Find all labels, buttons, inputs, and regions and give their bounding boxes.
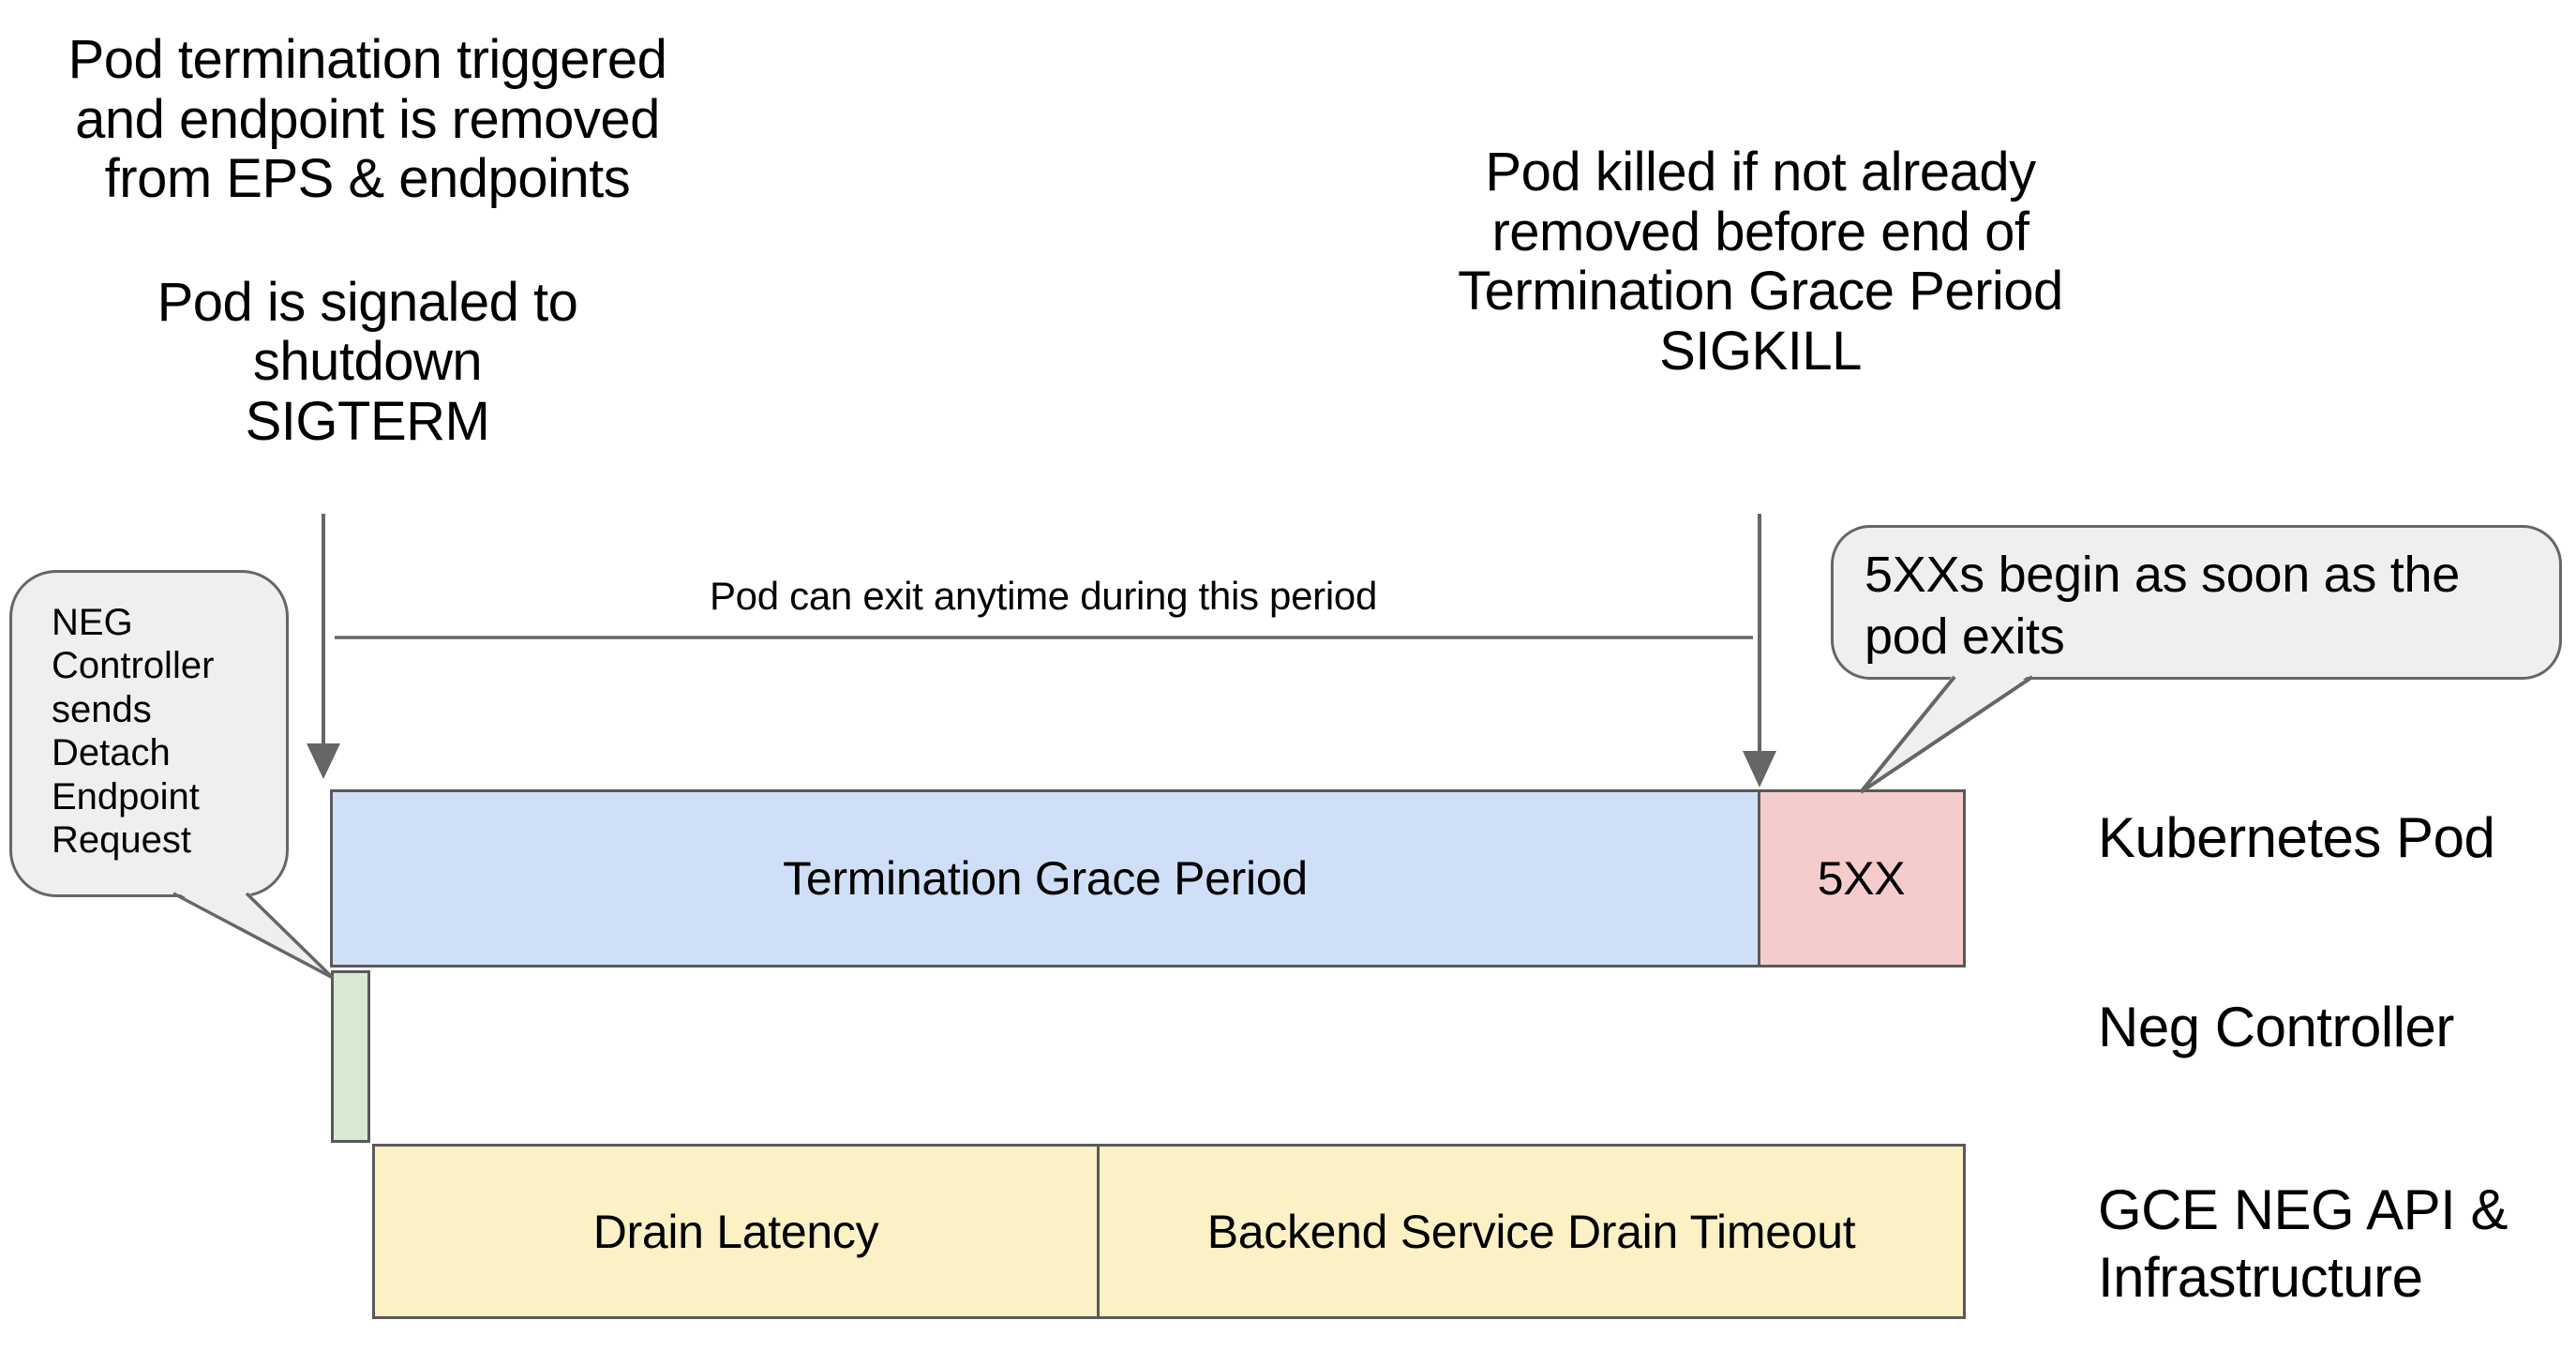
callout-line: Endpoint xyxy=(52,775,200,818)
termination-grace-period-bar: Termination Grace Period xyxy=(330,789,1760,968)
sigkill-arrowhead xyxy=(1743,751,1776,788)
callout-line: sends xyxy=(52,688,152,730)
callout-line: Controller xyxy=(52,645,215,687)
annotation-line: removed before end of xyxy=(1491,201,2029,262)
five-xx-callout-bubble: 5XXs begin as soon as the pod exits xyxy=(1831,525,2562,680)
neg-controller-detach-bar xyxy=(331,970,370,1143)
annotation-line: Pod killed if not already xyxy=(1485,142,2036,202)
callout-line: Request xyxy=(52,819,191,862)
annotation-pod-killed: Pod killed if not already removed before… xyxy=(1432,142,2089,381)
five-xx-bar: 5XX xyxy=(1757,789,1966,968)
callout-text: 5XXs begin as soon as the pod exits xyxy=(1834,528,2559,668)
annotation-line: and endpoint is removed xyxy=(75,88,660,150)
annotation-pod-termination: Pod termination triggered and endpoint i… xyxy=(37,30,697,451)
callout-tail-outline xyxy=(172,892,335,980)
drain-latency-label: Drain Latency xyxy=(592,1205,879,1258)
annotation-line: Termination Grace Period xyxy=(1458,261,2063,322)
callout-tail xyxy=(1861,673,2032,792)
annotation-line: SIGKILL xyxy=(1659,320,1862,382)
annotation-line: SIGTERM xyxy=(245,390,490,452)
annotation-line: Pod termination triggered xyxy=(67,29,667,90)
five-xx-label: 5XX xyxy=(1817,852,1906,905)
row-label-line: GCE NEG API & xyxy=(2098,1178,2508,1241)
row-label-gce-neg-api: GCE NEG API & Infrastructure xyxy=(2098,1177,2508,1312)
neg-controller-callout-bubble: NEG Controller sends Detach Endpoint Req… xyxy=(9,570,289,897)
exit-period-label: Pod can exit anytime during this period xyxy=(709,574,1378,618)
callout-line: NEG xyxy=(52,602,133,643)
backend-drain-timeout-cell: Backend Service Drain Timeout xyxy=(1100,1147,1963,1316)
callout-line: Detach xyxy=(52,732,171,774)
gce-drain-bar: Drain Latency Backend Service Drain Time… xyxy=(372,1144,1966,1319)
drain-latency-cell: Drain Latency xyxy=(375,1147,1100,1316)
row-label-kubernetes-pod: Kubernetes Pod xyxy=(2098,806,2495,869)
callout-tail xyxy=(173,891,333,978)
row-label-neg-controller: Neg Controller xyxy=(2098,996,2454,1058)
callout-text: NEG Controller sends Detach Endpoint Req… xyxy=(12,573,286,862)
annotation-line: Pod is signaled to shutdown xyxy=(157,271,578,392)
callout-tail-outline xyxy=(1859,675,2034,794)
annotation-line: from EPS & endpoints xyxy=(104,148,631,209)
backend-drain-timeout-label: Backend Service Drain Timeout xyxy=(1206,1205,1856,1258)
row-label-line: Infrastructure xyxy=(2098,1246,2423,1309)
sigterm-arrowhead xyxy=(307,743,340,779)
termination-grace-period-label: Termination Grace Period xyxy=(783,852,1308,905)
callout-line: pod exits xyxy=(1865,608,2065,665)
callout-line: 5XXs begin as soon as the xyxy=(1865,547,2460,603)
